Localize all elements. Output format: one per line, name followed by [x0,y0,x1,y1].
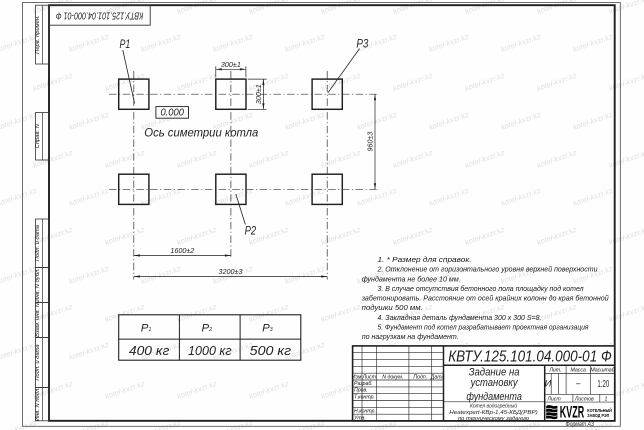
svg-text:Подп. и дата: Подп. и дата [35,344,41,381]
svg-text:2. Отклонение от горизонтально: 2. Отклонение от горизонтального уровня … [377,265,599,274]
svg-text:4. Закладная деталь фундамента: 4. Закладная деталь фундамента 300 x 300… [378,313,542,322]
svg-text:Н.контр.: Н.контр. [354,409,376,415]
svg-text:Инв. N дубл.: Инв. N дубл. [35,268,41,302]
svg-text:Взам. инв. N: Взам. инв. N [35,302,41,337]
svg-text:P1: P1 [141,323,152,335]
svg-text:Ось симетрии котла: Ось симетрии котла [144,126,258,140]
svg-text:Справ. N: Справ. N [35,123,41,148]
svg-text:Формат А3: Формат А3 [565,422,594,428]
svg-text:P3: P3 [262,323,274,335]
svg-text:Масса: Масса [571,368,586,374]
svg-text:960±3: 960±3 [366,132,375,152]
svg-text:Пров.: Пров. [354,388,368,394]
svg-text:P2: P2 [201,323,212,335]
svg-text:Инв. N подл.: Инв. N подл. [35,387,41,421]
svg-text:1. * Размер для справок.: 1. * Размер для справок. [378,255,472,264]
svg-text:Масштаб: Масштаб [590,368,615,374]
svg-text:1: 1 [604,396,607,402]
svg-text:Изм.: Изм. [352,374,363,380]
svg-text:Т.контр.: Т.контр. [354,394,375,400]
svg-text:ЗАВОД РЭП: ЗАВОД РЭП [587,413,609,419]
svg-text:Подп. и дата: Подп. и дата [35,224,41,261]
svg-text:по нагрузкам на фундамент.: по нагрузкам на фундамент. [362,332,459,341]
svg-text:5. Фундамент под котел разраба: 5. Фундамент под котел разрабатывает про… [378,323,589,332]
svg-text:КОТЕЛЬНЫЙ: КОТЕЛЬНЫЙ [587,406,612,414]
svg-text:Heatexpert-КВр-1,45-КБД(РВР): Heatexpert-КВр-1,45-КБД(РВР) [449,410,538,416]
svg-text:P2: P2 [245,223,257,237]
svg-text:1:20: 1:20 [597,379,609,390]
svg-text:забетонировать. Расстояние от: забетонировать. Расстояние от осей крайн… [361,294,610,303]
svg-text:Лист: Лист [546,396,561,402]
svg-text:КВТУ.125.101.04.000-01 Ф: КВТУ.125.101.04.000-01 Ф [448,349,612,366]
svg-text:1600±2: 1600±2 [170,246,194,255]
svg-text:установку: установку [470,377,518,389]
svg-text:KVZR: KVZR [560,404,585,422]
svg-text:–: – [575,379,581,388]
svg-text:P1: P1 [120,37,131,51]
svg-text:0.000: 0.000 [160,107,184,119]
svg-text:300±1: 300±1 [221,60,241,69]
svg-text:Лит.: Лит. [548,368,561,374]
svg-text:N докум.: N докум. [382,374,403,380]
svg-text:3200±3: 3200±3 [219,267,243,276]
svg-text:И: И [545,378,552,389]
svg-text:1000 кг: 1000 кг [188,343,232,358]
svg-text:3. В случае отсутствия бетонно: 3. В случае отсутствия бетонного пола пл… [378,284,585,293]
svg-text:Листов: Листов [574,396,594,402]
svg-text:Перв. примен.: Перв. примен. [35,15,41,54]
svg-text:Разраб.: Разраб. [354,381,373,387]
svg-text:Утв.: Утв. [354,415,366,421]
svg-text:фундамента: фундамента [466,391,522,403]
svg-text:Подп.: Подп. [413,374,427,380]
svg-text:500 кг: 500 кг [250,343,292,358]
svg-text:300±1: 300±1 [254,84,263,104]
svg-text:Котел водогрейный: Котел водогрейный [470,402,517,409]
svg-text:P3: P3 [356,37,368,51]
svg-text:фундамента не более 10 мм.: фундамента не более 10 мм. [362,274,461,283]
svg-text:400 кг: 400 кг [129,343,170,358]
svg-text:по техническому заданию: по техническому заданию [458,416,530,422]
svg-text:Задание на: Задание на [469,367,520,379]
svg-text:подушки 500 мм.: подушки 500 мм. [362,303,423,312]
svg-text:Лист: Лист [362,374,377,380]
svg-text:Дата: Дата [430,374,445,380]
svg-text:КВТУ.125.101.04.000-01 Ф: КВТУ.125.101.04.000-01 Ф [56,10,144,22]
